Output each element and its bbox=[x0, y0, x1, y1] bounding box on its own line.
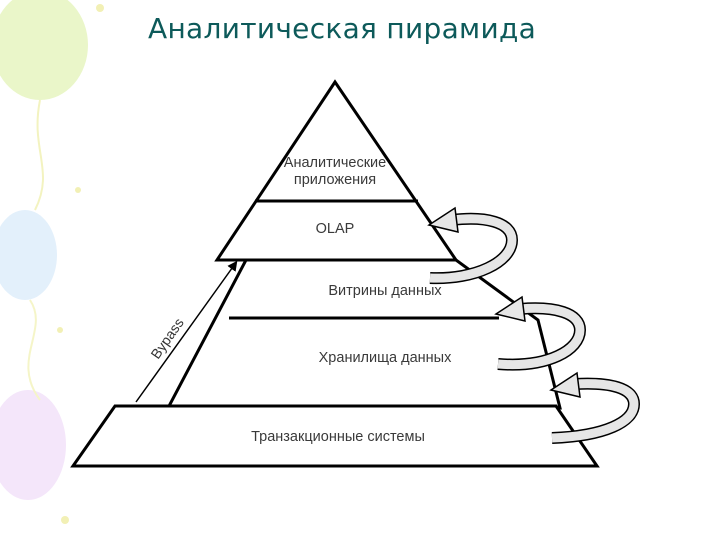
balloon-green-top bbox=[0, 0, 88, 100]
level-label-olap: OLAP bbox=[316, 221, 355, 237]
balloon-string bbox=[34, 99, 44, 211]
confetti-dot bbox=[57, 327, 63, 333]
level-label-analytic-apps-1: Аналитические bbox=[284, 155, 386, 171]
flow-arrow-transactions-to-warehouse bbox=[549, 371, 641, 444]
level-label-data-marts: Витрины данных bbox=[328, 283, 442, 299]
slide-title: Аналитическая пирамида bbox=[148, 12, 537, 45]
pyramid-base bbox=[70, 404, 600, 468]
confetti-dot bbox=[75, 187, 81, 193]
confetti-dot bbox=[96, 4, 104, 12]
balloon-string bbox=[27, 299, 41, 401]
bypass-arrow bbox=[135, 260, 238, 403]
balloon-pink bbox=[0, 390, 66, 500]
flow-arrow-marts-to-olap bbox=[427, 206, 519, 285]
flow-arrow-warehouse-to-marts bbox=[494, 295, 587, 371]
confetti-dot bbox=[61, 516, 69, 524]
level-label-transaction-systems: Транзакционные системы bbox=[251, 429, 425, 445]
balloon-blue bbox=[0, 210, 57, 300]
level-label-analytic-apps-2: приложения bbox=[294, 172, 376, 188]
level-label-data-warehouses: Хранилища данных bbox=[319, 350, 452, 366]
